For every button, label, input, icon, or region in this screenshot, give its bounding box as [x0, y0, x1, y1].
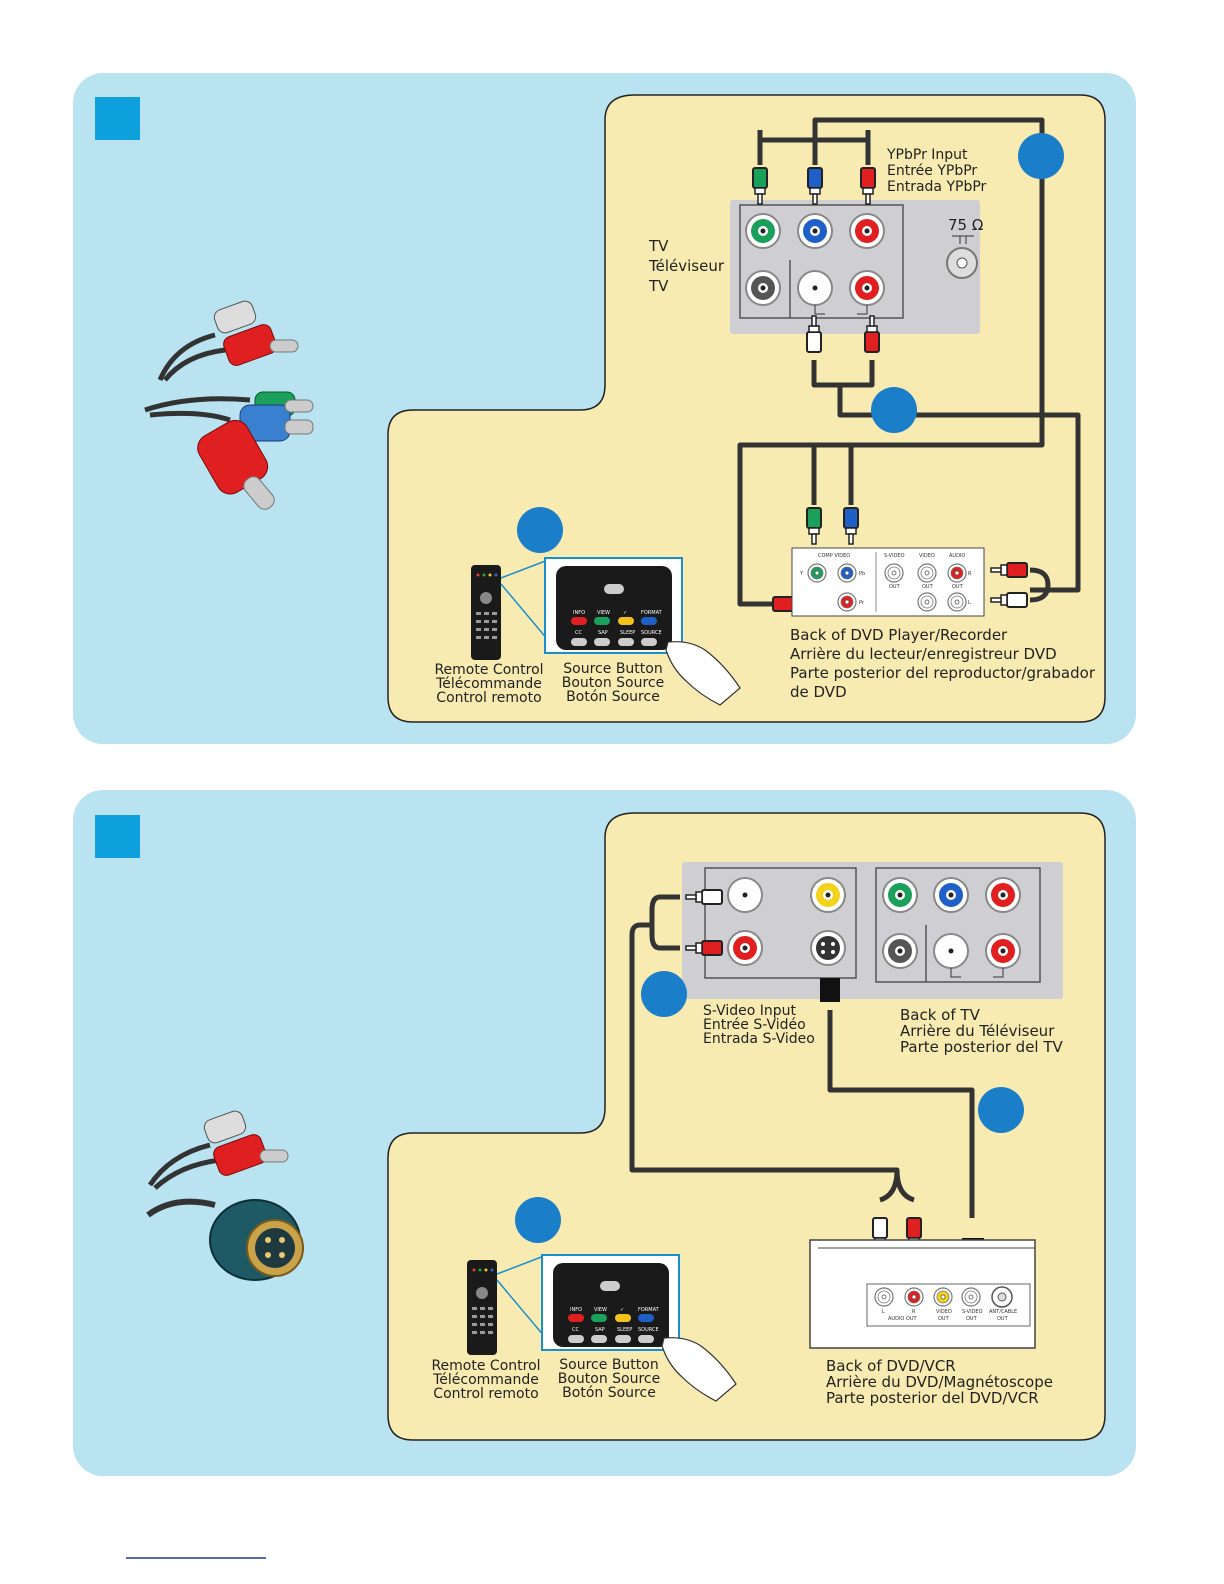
- hand-icon: [661, 1337, 737, 1402]
- tv-comp-audio-l-jack: [933, 933, 969, 969]
- tv-pb-jack: [933, 877, 969, 913]
- svg-text:INFO: INFO: [573, 610, 585, 616]
- tv-component-video-jack: [882, 933, 918, 969]
- tv-audio-l-jack: [727, 877, 763, 913]
- audio-cable: [629, 922, 915, 1203]
- remote-closeup: INFO VIEW ✓ FORMAT CC SAP SLEEP SOURCE: [541, 1254, 680, 1351]
- dvd-back-panel: COMP VIDEO Y Pb Pr S-VIDEO OUT VIDEO OUT…: [791, 547, 985, 617]
- svg-text:AUDIO: AUDIO: [949, 553, 965, 559]
- step-marker: [641, 971, 687, 1017]
- svg-text:OUT: OUT: [966, 1316, 978, 1322]
- svg-text:S-VIDEO: S-VIDEO: [884, 553, 905, 559]
- svg-text:SOURCE: SOURCE: [641, 630, 662, 636]
- remote-control: [471, 565, 501, 660]
- svg-text:SOURCE: SOURCE: [638, 1327, 659, 1333]
- tv-pr-jack: [849, 213, 885, 249]
- source-button: [641, 638, 657, 646]
- hand-icon: [665, 641, 741, 706]
- svg-text:ANT/CABLE: ANT/CABLE: [989, 1309, 1017, 1315]
- svg-text:SLEEP: SLEEP: [620, 630, 635, 636]
- tv-back-panel: [682, 862, 1063, 999]
- svg-text:VIEW: VIEW: [597, 610, 610, 616]
- svg-text:L: L: [882, 1309, 885, 1315]
- svg-text:Y: Y: [799, 571, 804, 577]
- svg-text:FORMAT: FORMAT: [638, 1307, 660, 1313]
- svg-text:OUT: OUT: [938, 1316, 950, 1322]
- audio-cable-tv: [811, 360, 875, 388]
- source-button: [638, 1335, 654, 1343]
- remote-closeup: INFO VIEW ✓ FORMAT CC SAP SLEEP SOURCE: [544, 557, 683, 654]
- cable-pr: [737, 117, 1045, 607]
- svg-text:SLEEP: SLEEP: [617, 1327, 632, 1333]
- step-marker: [515, 1197, 561, 1243]
- tv-y-jack: [882, 877, 918, 913]
- svg-text:FORMAT: FORMAT: [641, 610, 663, 616]
- step-marker: [978, 1087, 1024, 1133]
- svg-text:L: L: [968, 600, 971, 606]
- tv-comp-audio-r-jack: [985, 933, 1021, 969]
- audio-cable-illustration: [157, 300, 299, 382]
- svg-text:VIDEO: VIDEO: [919, 553, 935, 559]
- svg-text:AUDIO OUT: AUDIO OUT: [888, 1316, 918, 1322]
- svg-text:Pr: Pr: [859, 600, 865, 606]
- tv-video-jack: [745, 270, 781, 306]
- svg-text:OUT: OUT: [952, 584, 964, 590]
- svg-text:VIEW: VIEW: [594, 1307, 607, 1313]
- step-marker: [1018, 133, 1064, 179]
- svg-text:CC: CC: [575, 630, 582, 636]
- svg-text:COMP VIDEO: COMP VIDEO: [818, 553, 850, 559]
- tv-y-jack: [745, 213, 781, 249]
- svg-text:S-VIDEO: S-VIDEO: [962, 1309, 983, 1315]
- component-cable-illustration: [144, 391, 314, 510]
- tv-audio-r-jack: [849, 270, 885, 306]
- svg-text:OUT: OUT: [922, 584, 934, 590]
- tv-audio-l-jack: [797, 270, 833, 306]
- s-video-cable: [827, 1010, 975, 1218]
- svg-text:VIDEO: VIDEO: [936, 1309, 952, 1315]
- remote-control: [467, 1260, 497, 1355]
- step-marker: [871, 387, 917, 433]
- svg-text:✓: ✓: [623, 610, 627, 616]
- step-marker: [517, 507, 563, 553]
- svg-text:SAP: SAP: [598, 630, 608, 636]
- svg-text:OUT: OUT: [889, 584, 901, 590]
- svg-text:R: R: [912, 1309, 916, 1315]
- tv-audio-r-jack: [727, 930, 763, 966]
- s-video-cable-illustration: [146, 1198, 304, 1281]
- ohm-label: 75 Ω: [948, 216, 983, 234]
- svg-text:Pb: Pb: [859, 571, 865, 577]
- svg-text:R: R: [968, 571, 972, 577]
- svg-text:SAP: SAP: [595, 1327, 605, 1333]
- tv-pr-jack: [985, 877, 1021, 913]
- cable-green-blue: [811, 385, 1081, 593]
- svg-text:✓: ✓: [620, 1307, 624, 1313]
- tv-back-panel: 75 Ω: [730, 200, 983, 334]
- s-video-plug: [820, 978, 840, 1002]
- audio-cable-illustration: [147, 1110, 289, 1190]
- tv-pb-jack: [797, 213, 833, 249]
- svg-text:INFO: INFO: [570, 1307, 582, 1313]
- step-badge: [95, 815, 140, 858]
- svg-text:CC: CC: [572, 1327, 579, 1333]
- tv-video-jack: [810, 877, 846, 913]
- svg-text:OUT: OUT: [997, 1316, 1009, 1322]
- step-badge: [95, 97, 140, 140]
